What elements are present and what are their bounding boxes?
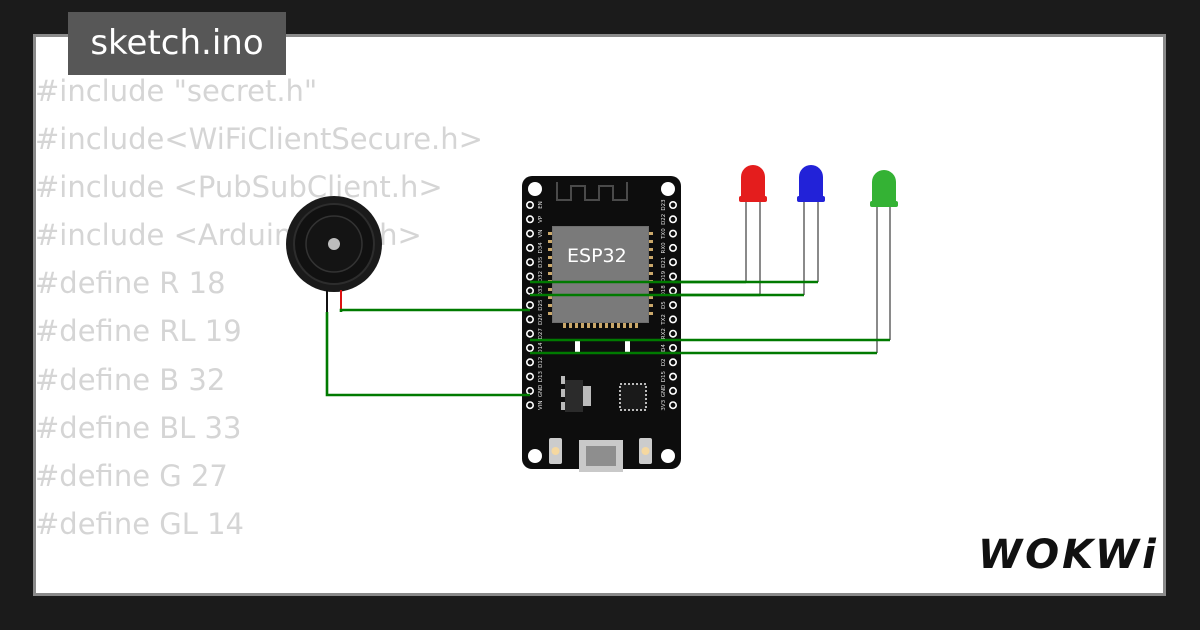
pin-label: GND	[538, 385, 544, 398]
pin-vp[interactable]	[525, 215, 534, 224]
pin-d35[interactable]	[525, 258, 534, 267]
code-line: #define GL 14	[35, 506, 245, 541]
pin-label: D26	[538, 313, 544, 325]
pin-rx0[interactable]	[668, 243, 677, 252]
wokwi-logo: WOKWi	[978, 532, 1159, 578]
pin-label: D22	[661, 214, 667, 225]
pin-d14[interactable]	[525, 343, 534, 352]
red-led-body	[741, 165, 765, 199]
pin-tx0[interactable]	[668, 229, 677, 238]
pin-label: D25	[538, 299, 544, 311]
pin-3v3[interactable]	[668, 401, 677, 410]
pin-d4[interactable]	[668, 343, 677, 352]
pin-d15[interactable]	[668, 372, 677, 381]
pin-label: D23	[661, 199, 667, 211]
pin-d22[interactable]	[668, 215, 677, 224]
pin-label: VN	[538, 230, 544, 238]
pin-d2[interactable]	[668, 358, 677, 367]
chip-label: ESP32	[567, 245, 627, 267]
pin-label: 3V3	[661, 399, 667, 410]
code-line: #define BL 33	[35, 410, 242, 445]
pin-label: D2	[661, 358, 667, 366]
buzzer[interactable]	[286, 196, 382, 312]
pin-d12[interactable]	[525, 358, 534, 367]
pin-d21[interactable]	[668, 258, 677, 267]
code-line: #define G 27	[35, 458, 228, 493]
red-led[interactable]	[739, 165, 767, 295]
pin-d26[interactable]	[525, 315, 534, 324]
blue-led-body	[799, 165, 823, 199]
pin-label: TX0	[661, 228, 667, 240]
wires	[325, 280, 890, 397]
code-line: #include <PubSubClient.h>	[35, 170, 443, 205]
pin-label: RX2	[661, 328, 667, 339]
pin-d34[interactable]	[525, 243, 534, 252]
pin-vin[interactable]	[525, 401, 534, 410]
pin-label: D21	[661, 257, 667, 268]
pin-d23[interactable]	[668, 201, 677, 210]
pin-d19[interactable]	[668, 272, 677, 281]
code-preview: #include "secret.h" #include<WiFiClientSe…	[35, 67, 483, 548]
pin-label: D32	[538, 271, 544, 282]
pin-label: RX0	[661, 242, 667, 254]
pin-label: D27	[538, 328, 544, 340]
pin-en[interactable]	[525, 201, 534, 210]
code-line: #include "secret.h"	[35, 74, 318, 108]
pin-label: D15	[661, 370, 667, 382]
pin-label: D33	[538, 285, 544, 297]
file-title: sketch.ino	[68, 12, 286, 75]
green-led[interactable]	[870, 170, 898, 353]
pin-vn[interactable]	[525, 229, 534, 238]
pin-label: VIN	[538, 400, 544, 410]
pin-label: D35	[538, 256, 544, 268]
pin-label: D34	[538, 242, 544, 254]
pin-d5[interactable]	[668, 301, 677, 310]
green-led-body	[872, 170, 896, 204]
pin-rx2[interactable]	[668, 329, 677, 338]
pin-d25[interactable]	[525, 301, 534, 310]
right-pin-header: D23D22TX0RX0D21D19D18D5TX2RX2D4D2D15GND3…	[661, 199, 677, 411]
pin-tx2[interactable]	[668, 315, 677, 324]
pin-label: D19	[661, 270, 667, 282]
pin-label: EN	[538, 201, 544, 209]
code-line: #include<WiFiClientSecure.h>	[35, 122, 483, 157]
pin-label: TX2	[661, 314, 667, 326]
code-line: #define R 18	[35, 266, 226, 301]
pin-label: D13	[538, 370, 544, 382]
pin-label: D5	[661, 301, 667, 309]
code-line: #define B 32	[35, 362, 226, 397]
pin-d32[interactable]	[525, 272, 534, 281]
pin-gnd[interactable]	[668, 386, 677, 395]
blue-led[interactable]	[797, 165, 825, 295]
esp32-board[interactable]: ESP32	[522, 176, 681, 472]
pin-d13[interactable]	[525, 372, 534, 381]
pin-label: D18	[661, 285, 667, 297]
pin-label: VP	[538, 215, 544, 223]
pin-label: D12	[538, 357, 544, 368]
pin-d27[interactable]	[525, 329, 534, 338]
pin-label: D4	[661, 344, 667, 352]
code-line: #define RL 19	[35, 314, 242, 349]
pin-label: D14	[538, 342, 544, 354]
pin-label: GND	[661, 385, 667, 398]
